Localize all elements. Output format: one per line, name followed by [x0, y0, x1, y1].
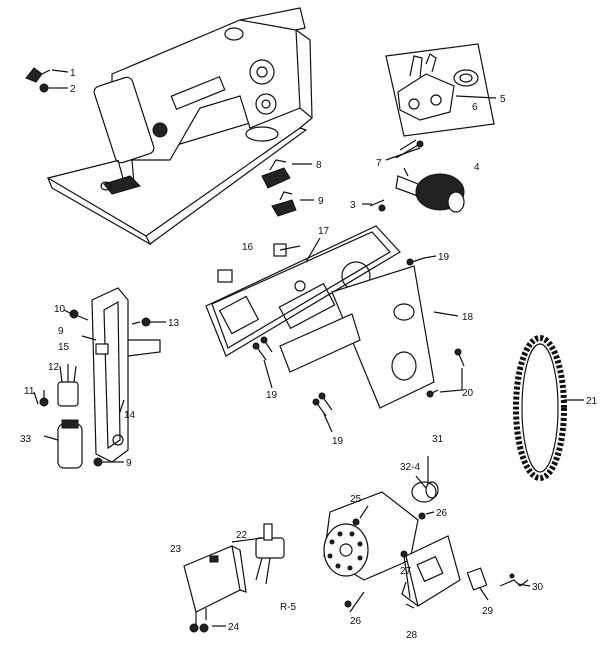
part-29-brush-cap [466, 567, 488, 591]
callout-10: 10 [54, 304, 66, 315]
part-11-screw [39, 390, 49, 407]
part-4-bobbin-winder [395, 167, 465, 213]
callout-24: 24 [228, 622, 240, 633]
callout-9b: 9 [58, 326, 64, 337]
part-21-belt [513, 335, 567, 481]
callout-32-4: 32-4 [400, 462, 420, 473]
part-19-screws [252, 257, 425, 417]
part-15-clip [95, 343, 109, 355]
callout-12: 12 [48, 362, 60, 373]
callout-7: 7 [376, 158, 382, 169]
callout-19a: 19 [438, 252, 450, 263]
callout-11: 11 [24, 386, 35, 397]
part-31-pulley [411, 481, 439, 503]
callout-23: 23 [170, 544, 182, 555]
callout-6: 6 [472, 102, 478, 113]
callout-14: 14 [124, 410, 136, 421]
part-9-clip-upper [271, 191, 297, 217]
sewing-machine-head [46, 7, 313, 246]
callout-28: 28 [406, 630, 418, 641]
callout-30: 30 [532, 582, 544, 593]
part-2-screw [39, 83, 58, 93]
callout-3: 3 [350, 200, 356, 211]
part-28-bracket [401, 535, 461, 607]
part-8-clip [261, 159, 291, 189]
part-20-screws [426, 348, 465, 398]
callout-8: 8 [316, 160, 322, 171]
part-24-screws [189, 623, 209, 633]
callout-29: 29 [482, 606, 494, 617]
part-12-lamp-socket [57, 364, 79, 407]
part-1-screw [25, 67, 51, 83]
part-23-controller [183, 545, 247, 626]
callout-9a: 9 [318, 196, 324, 207]
callout-1: 1 [70, 68, 76, 79]
figure-code: R-5 [280, 602, 297, 613]
part-30-brush [499, 573, 529, 587]
part-9-screw-lower [93, 457, 112, 467]
callout-13: 13 [168, 318, 180, 329]
callout-22: 22 [236, 530, 248, 541]
callout-27: 27 [400, 566, 412, 577]
part-33-bulb [57, 419, 83, 469]
part-25-motor [323, 491, 419, 581]
callout-2: 2 [70, 84, 76, 95]
callout-33: 33 [20, 434, 32, 445]
part-14-bracket [91, 287, 161, 463]
callout-5: 5 [500, 94, 506, 105]
part-3-screw [369, 199, 386, 212]
callout-15: 15 [58, 342, 70, 353]
part-13-screw [131, 317, 151, 327]
callout-labels: 1 2 3 4 5 6 7 8 9 9 9 10 11 12 13 14 15 … [20, 68, 598, 641]
callout-18: 18 [462, 312, 474, 323]
callout-19b: 19 [266, 390, 278, 401]
callout-26b: 26 [350, 616, 362, 627]
callout-4: 4 [474, 162, 480, 173]
part-26-screws [344, 512, 426, 608]
callout-16: 16 [242, 242, 254, 253]
callout-20: 20 [462, 388, 474, 399]
part-5-hook-assembly [385, 43, 495, 137]
callout-31: 31 [432, 434, 444, 445]
callout-9c: 9 [126, 458, 132, 469]
callout-26a: 26 [436, 508, 448, 519]
callout-17: 17 [318, 226, 330, 237]
part-22-switch [255, 523, 285, 585]
part-18-plate [279, 265, 435, 409]
callout-21: 21 [586, 396, 598, 407]
callout-25: 25 [350, 494, 362, 505]
callout-19c: 19 [332, 436, 344, 447]
leader-lines [33, 69, 584, 627]
part-17-panel [205, 225, 401, 357]
